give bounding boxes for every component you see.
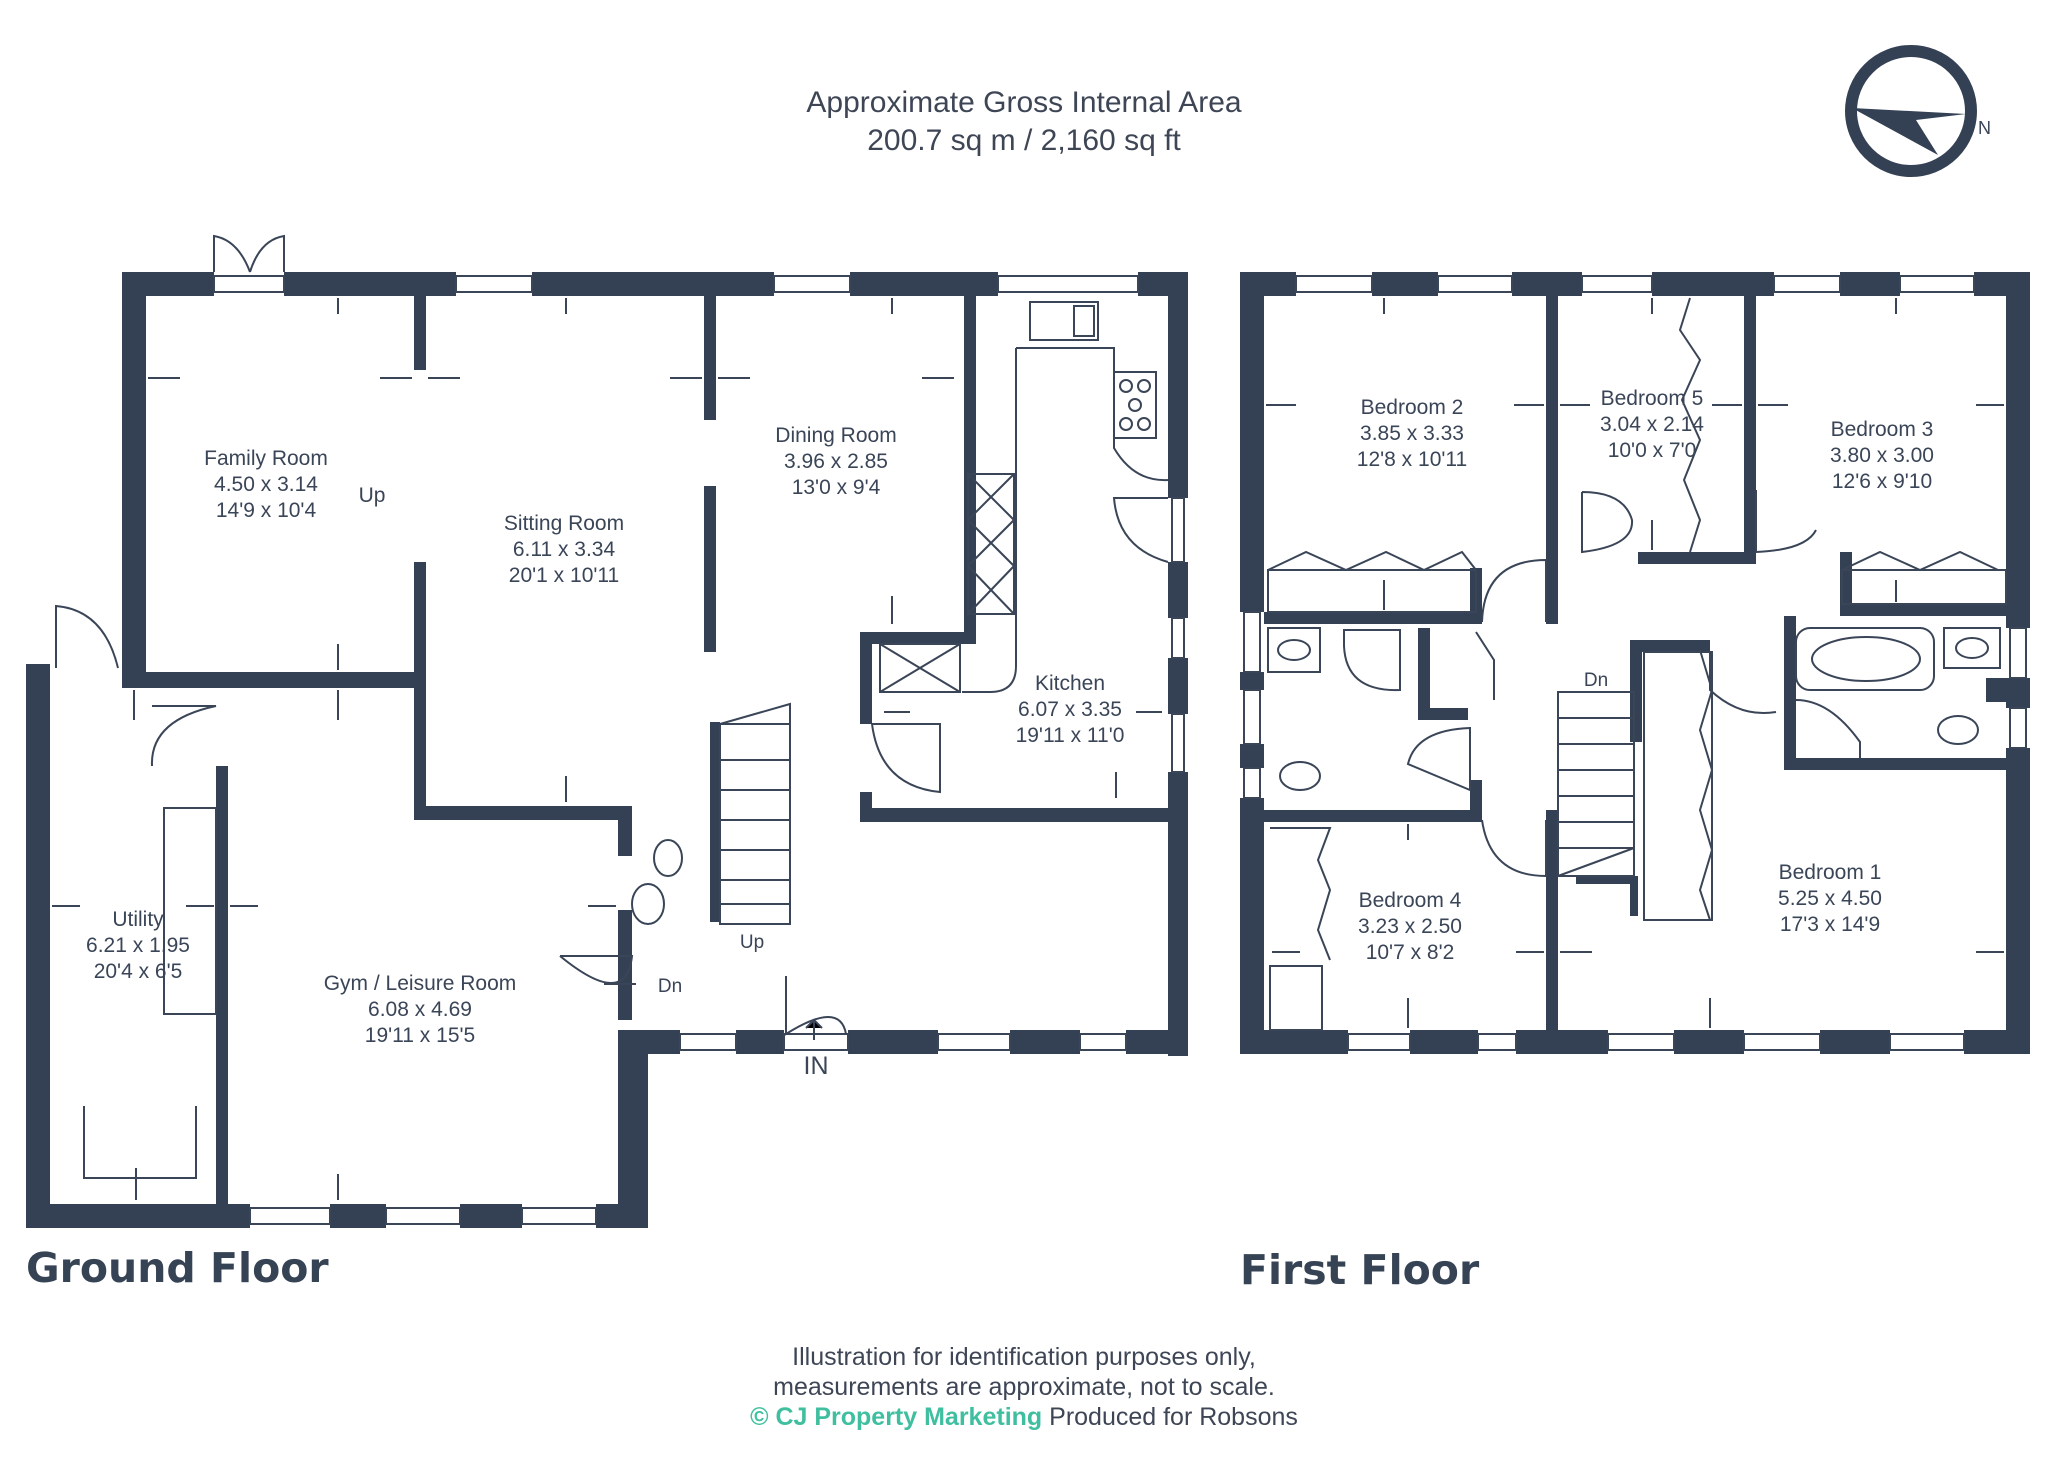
room-bedroom-3-imperial: 12'6 x 9'10 [1832,470,1932,493]
room-bedroom-4-name: Bedroom 4 [1359,889,1462,912]
room-sitting-room-name: Sitting Room [504,512,624,535]
room-bedroom-1-imperial: 17'3 x 14'9 [1780,913,1880,936]
room-family-room-imperial: 14'9 x 10'4 [216,499,317,522]
room-sitting-room-metric: 6.11 x 3.34 [513,538,616,561]
room-kitchen-imperial: 19'11 x 11'0 [1016,724,1125,747]
credit-line: © CJ Property Marketing Produced for Rob… [0,1403,2048,1432]
room-bedroom-3-name: Bedroom 3 [1831,418,1934,441]
area-title: Approximate Gross Internal Area [806,86,1242,119]
room-bedroom-5-metric: 3.04 x 2.14 [1600,413,1704,436]
ground-dimension-arrows [52,298,1162,1200]
room-bedroom-1-name: Bedroom 1 [1779,861,1882,884]
first-floor-title: First Floor [1240,1246,1480,1294]
first-floor-walls [1240,272,2030,1054]
label-down: Dn [658,976,682,997]
room-kitchen-name: Kitchen [1035,672,1105,695]
room-dining-room-metric: 3.96 x 2.85 [784,450,888,473]
ground-floor-plan: Family Room 4.50 x 3.14 14'9 x 10'4 Sitt… [26,234,1188,1228]
ground-room-labels: Family Room 4.50 x 3.14 14'9 x 10'4 Sitt… [86,424,1124,1080]
room-gym-metric: 6.08 x 4.69 [368,998,472,1021]
room-dining-room-imperial: 13'0 x 9'4 [792,476,881,499]
first-room-labels: Bedroom 2 3.85 x 3.33 12'8 x 10'11 Bedro… [1357,387,1934,964]
ground-floor-doors [55,234,1169,1036]
ground-floor-windows [213,275,1185,1225]
room-utility-name: Utility [112,908,164,931]
first-floor-windows [1243,275,2027,1051]
label-up-family: Up [359,484,386,507]
disclaimer-line-1: Illustration for identification purposes… [792,1343,1256,1371]
room-utility-imperial: 20'4 x 6'5 [94,960,183,983]
ground-floor-walls [26,272,1188,1228]
produced-for: Produced for Robsons [1049,1403,1298,1431]
room-bedroom-5-imperial: 10'0 x 7'0 [1608,439,1697,462]
room-dining-room-name: Dining Room [775,424,896,447]
compass-icon: N [1845,45,1991,177]
room-gym-imperial: 19'11 x 15'5 [365,1024,475,1047]
label-entrance: IN [804,1052,829,1080]
room-bedroom-4-imperial: 10'7 x 8'2 [1366,941,1455,964]
room-utility-metric: 6.21 x 1.95 [86,934,190,957]
label-first-down: Dn [1584,670,1608,691]
area-value: 200.7 sq m / 2,160 sq ft [867,124,1181,157]
compass-north-letter: N [1978,118,1991,138]
first-floor-plan: Bedroom 2 3.85 x 3.33 12'8 x 10'11 Bedro… [1240,272,2030,1054]
disclaimer-line-2: measurements are approximate, not to sca… [773,1373,1275,1401]
room-sitting-room-imperial: 20'1 x 10'11 [509,564,619,587]
room-bedroom-2-metric: 3.85 x 3.33 [1360,422,1464,445]
room-bedroom-4-metric: 3.23 x 2.50 [1358,915,1462,938]
brand-credit: © CJ Property Marketing [750,1403,1043,1431]
room-gym-name: Gym / Leisure Room [324,972,517,995]
utility-fixtures [83,807,683,1179]
ground-floor-title: Ground Floor [26,1244,329,1292]
ground-stairs [719,702,791,925]
label-up-stairs: Up [740,932,764,953]
room-bedroom-2-imperial: 12'8 x 10'11 [1357,448,1467,471]
room-bedroom-2-name: Bedroom 2 [1361,396,1464,419]
room-family-room-name: Family Room [204,447,328,470]
room-bedroom-3-metric: 3.80 x 3.00 [1830,444,1934,467]
room-bedroom-5-name: Bedroom 5 [1601,387,1704,410]
room-kitchen-metric: 6.07 x 3.35 [1018,698,1122,721]
room-bedroom-1-metric: 5.25 x 4.50 [1778,887,1882,910]
room-family-room-metric: 4.50 x 3.14 [214,473,318,496]
first-dimension-arrows [1266,298,2004,1028]
kitchen-fixtures [879,301,1169,693]
first-floor-doors-fixtures [1267,297,2007,1031]
